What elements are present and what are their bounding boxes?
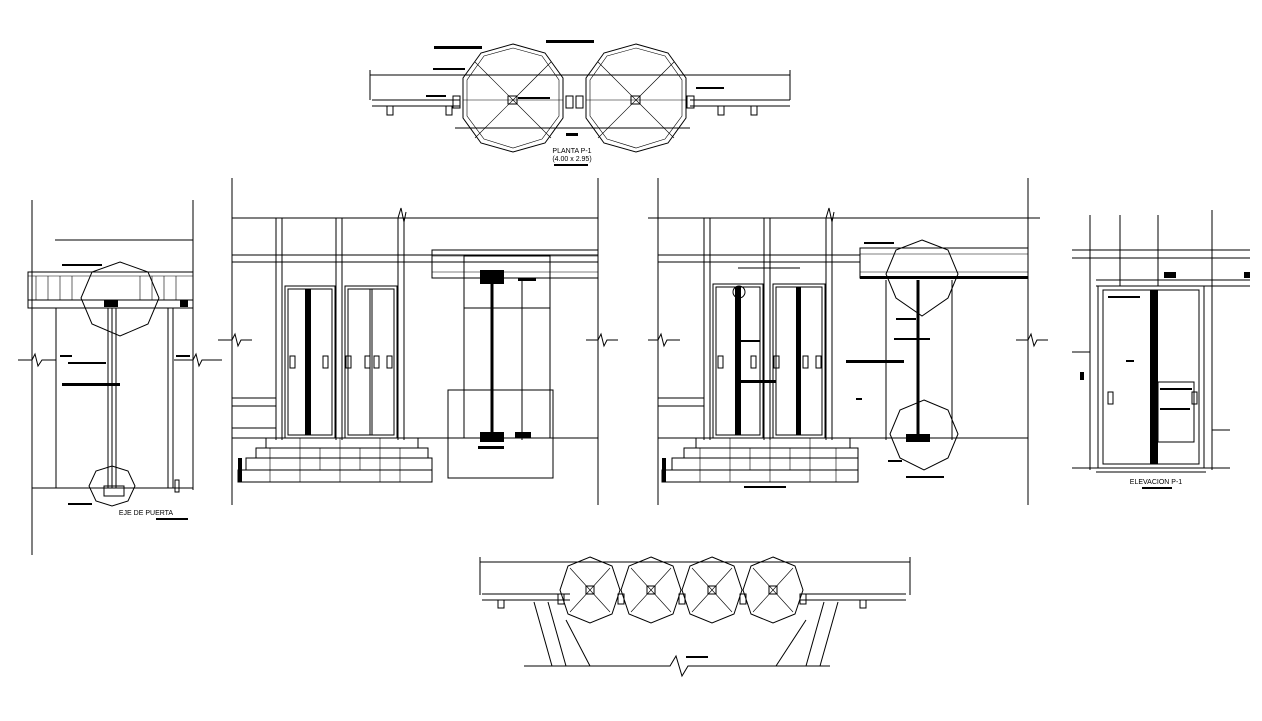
door-axis-section: EJE DE PUERTA [18, 200, 222, 555]
door-swing-right [585, 43, 687, 153]
elevation-a [218, 178, 618, 505]
elevation-p1: ELEVACION P-1 [1072, 210, 1250, 489]
plan-title: PLANTA P-1 [552, 148, 591, 155]
plan-view-top: PLANTA P-1 (4.00 x 2.95) [369, 40, 791, 166]
elevation-b [648, 178, 1048, 505]
door-swing-left [462, 43, 564, 153]
door-axis-title: EJE DE PUERTA [119, 510, 174, 517]
plan-size: (4.00 x 2.95) [552, 156, 591, 163]
elevation-title: ELEVACION P-1 [1130, 479, 1182, 486]
plan-view-bottom [479, 556, 911, 678]
